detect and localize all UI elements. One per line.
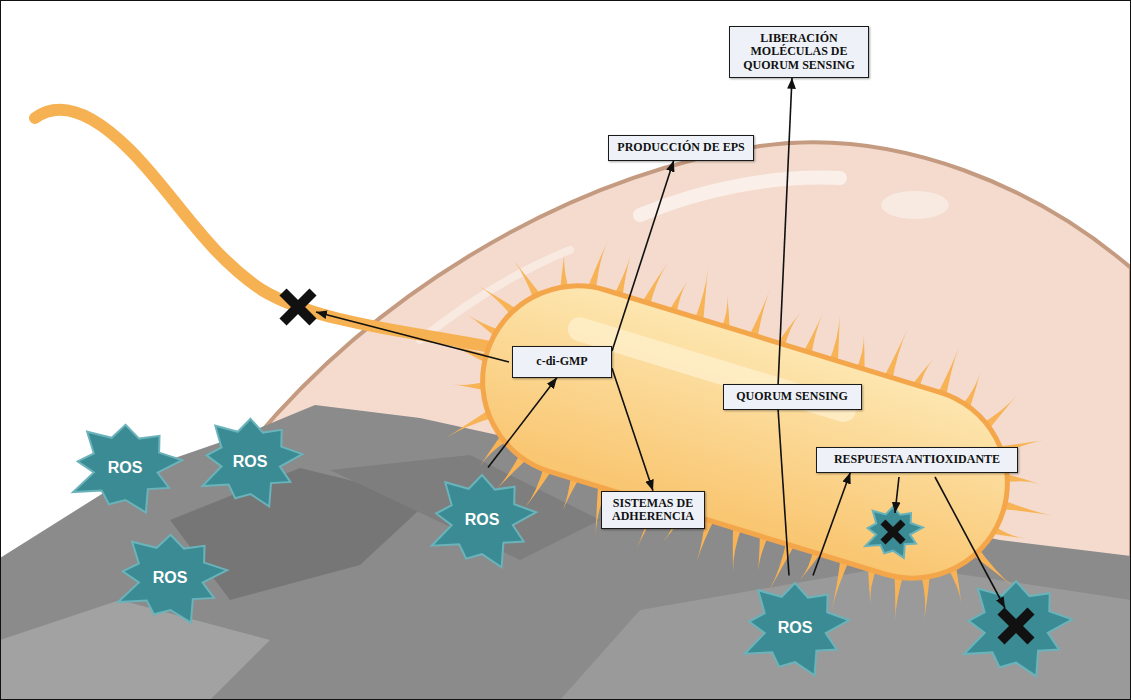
node-text: ROS bbox=[233, 453, 268, 471]
node-text: QUORUM SENSING bbox=[732, 390, 853, 403]
node-text: ROS bbox=[108, 459, 143, 477]
rock-light bbox=[560, 565, 1131, 700]
process-box: QUORUM SENSING bbox=[723, 384, 862, 409]
ros-star: ROS bbox=[193, 412, 308, 512]
connector-arrow bbox=[488, 378, 557, 468]
leader-arrow bbox=[895, 477, 899, 513]
cross-mark bbox=[1001, 611, 1031, 641]
connector-arrow bbox=[612, 161, 674, 352]
connector-arrow bbox=[778, 410, 789, 576]
flagellum bbox=[35, 110, 505, 350]
node-text: ROS bbox=[465, 511, 500, 529]
ros-star bbox=[865, 507, 923, 558]
process-box: RESPUESTA ANTIOXIDANTE bbox=[816, 447, 1018, 472]
ros-star bbox=[964, 581, 1072, 676]
star-shape bbox=[118, 535, 227, 623]
dome-highlight bbox=[640, 178, 840, 215]
process-box: SISTEMAS DE ADHERENCIA bbox=[601, 491, 705, 529]
ros-star: ROS bbox=[108, 528, 233, 628]
process-box: LIBERACIÓN MOLÉCULAS DE QUORUM SENSING bbox=[729, 26, 869, 78]
leader-arrow bbox=[316, 312, 509, 362]
connector-arrow bbox=[612, 368, 653, 491]
node-text: SISTEMAS DE ADHERENCIA bbox=[610, 497, 696, 523]
node-text: LIBERACIÓN MOLÉCULAS DE QUORUM SENSING bbox=[738, 32, 860, 72]
cell-body bbox=[459, 262, 1031, 602]
connector-arrow bbox=[778, 78, 792, 385]
star-shape bbox=[432, 475, 536, 567]
node-text: c-di-GMP bbox=[521, 355, 603, 368]
process-box: PRODUCCIÓN DE EPS bbox=[608, 135, 753, 160]
node-text: ROS bbox=[778, 619, 813, 637]
connector-arrow bbox=[813, 473, 850, 576]
rock-light bbox=[0, 600, 270, 700]
ros-star: ROS bbox=[63, 418, 188, 518]
ros-star: ROS bbox=[735, 576, 855, 681]
node-text: ROS bbox=[153, 569, 188, 587]
star-shape bbox=[73, 425, 182, 513]
ros-star: ROS bbox=[422, 468, 542, 573]
node-text: PRODUCCIÓN DE EPS bbox=[617, 141, 744, 154]
cross-mark bbox=[283, 292, 313, 322]
node-text: RESPUESTA ANTIOXIDANTE bbox=[825, 453, 1009, 466]
dome-highlight bbox=[881, 191, 949, 219]
process-box: c-di-GMP bbox=[512, 346, 612, 377]
leader-arrow bbox=[935, 477, 1005, 608]
star-shape bbox=[202, 419, 302, 507]
star-shape bbox=[745, 583, 849, 675]
cross-mark bbox=[883, 522, 903, 542]
